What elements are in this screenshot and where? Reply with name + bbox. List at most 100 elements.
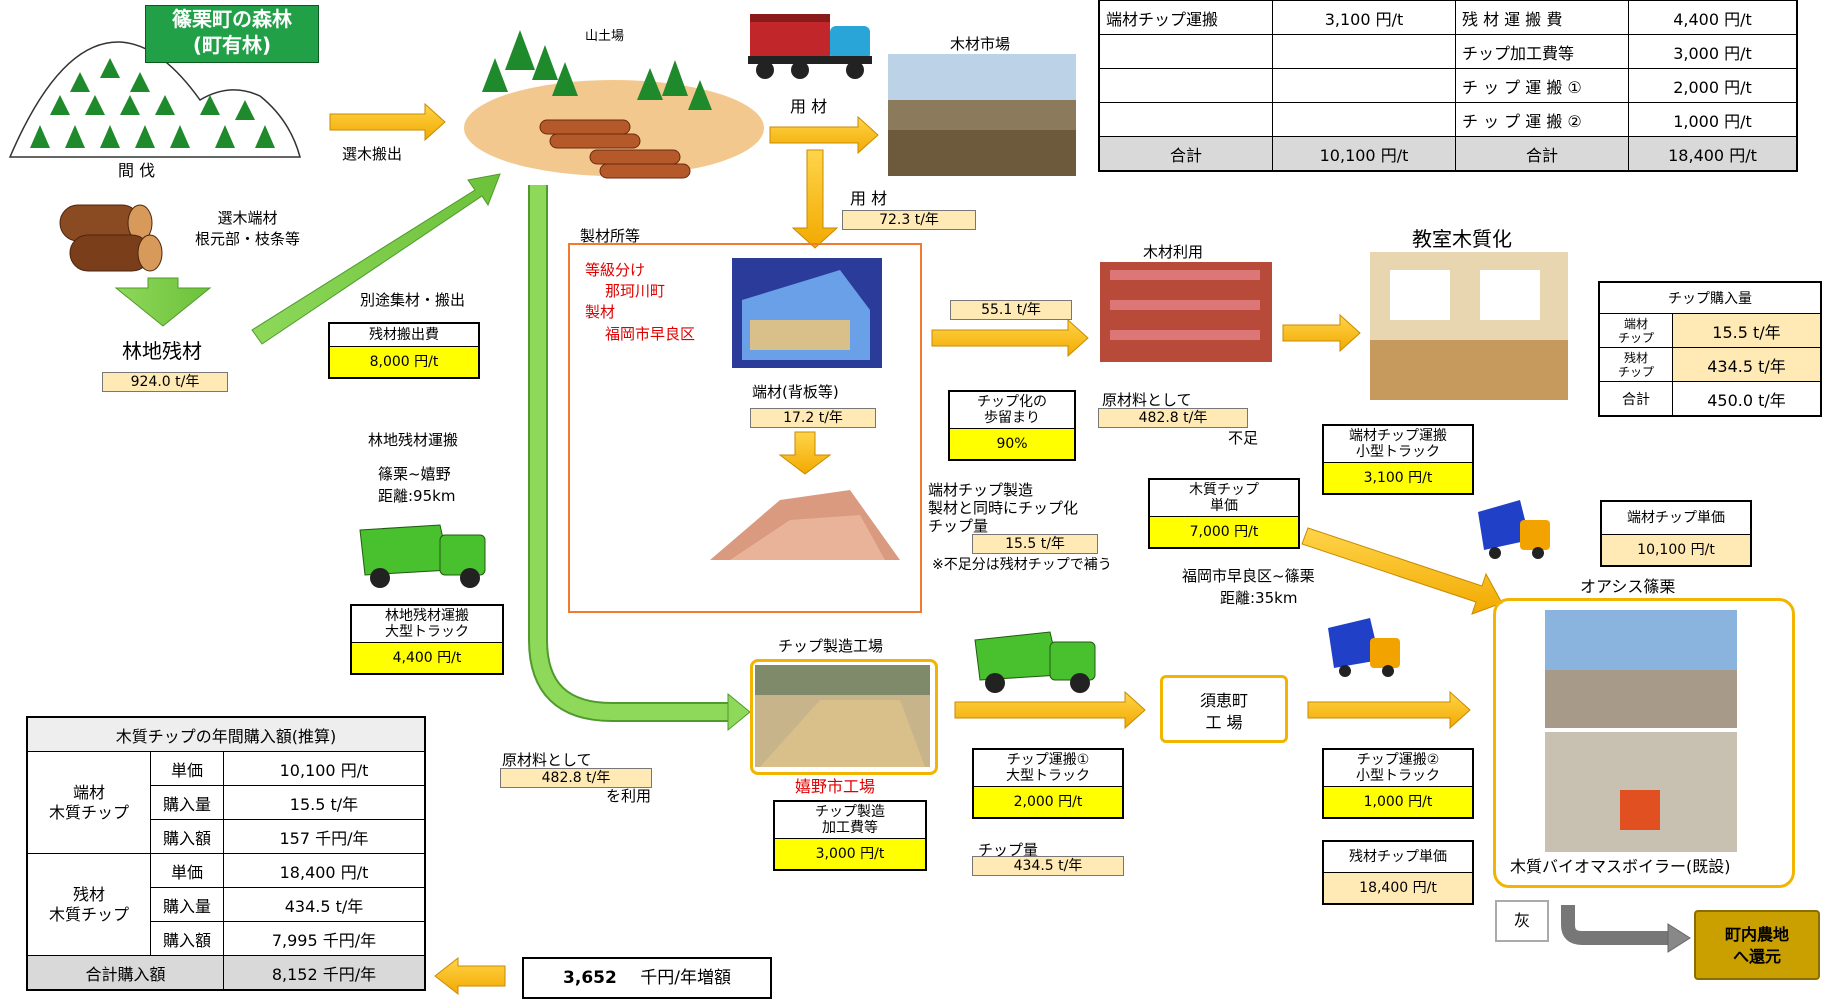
offcut-chip-line1: 端材チップ製造: [928, 481, 1034, 499]
annual-cell: 購入量: [150, 887, 224, 922]
sue-line2: 工 場: [1205, 713, 1243, 732]
wood-chip-price-box: 木質チップ 単価 7,000 円/t: [1148, 478, 1300, 549]
cost-cell: 残 材 運 搬 費: [1455, 0, 1629, 35]
ash-box: 灰: [1495, 900, 1549, 942]
arrow-ash-return: [1561, 905, 1670, 945]
residue-cost-title: 残材搬出費: [330, 324, 478, 347]
forest-mountain-illustration: [8, 41, 301, 158]
forest-title: 篠栗町の森林 (町有林): [145, 5, 319, 63]
chip-factory-cost-box: チップ製造 加工費等 3,000 円/t: [773, 800, 927, 871]
annual-cell: 18,400 円/t: [223, 853, 426, 888]
arrow-increase-to-total: [434, 956, 506, 996]
wood-use-label: 木材利用: [1143, 243, 1204, 261]
landing-illustration: [464, 30, 764, 179]
arrow-forest-to-landing: [329, 102, 446, 142]
raw-use-label: 原材料として: [502, 751, 592, 769]
chip-factory-cost-value: 3,000 円/t: [775, 839, 925, 869]
sawmill-lumber: 製材: [585, 303, 616, 321]
residue-chip-price-title: 残材チップ単価: [1324, 842, 1472, 873]
cost-total-cell: 合計: [1455, 136, 1629, 172]
oasis-frame: [1493, 598, 1795, 888]
timber-market-photo: [888, 54, 1076, 176]
chip-transport2-t1: チップ運搬②: [1356, 752, 1440, 768]
ash-label: 灰: [1513, 911, 1530, 930]
cost-cell: 3,000 円/t: [1628, 34, 1798, 69]
cost-cell: [1098, 68, 1273, 103]
residue-truck-t2: 大型トラック: [385, 624, 469, 640]
raw-material-label: 原材料として: [1102, 391, 1192, 409]
raw-use-amount: 482.8 t/年: [500, 768, 652, 788]
residue-chip-price-value: 18,400 円/t: [1324, 873, 1472, 903]
annual-group2-name2: 木質チップ: [48, 904, 129, 924]
chip-factory-title: チップ製造工場: [778, 637, 884, 655]
annual-cell: 157 千円/年: [223, 819, 426, 854]
annual-purchase-table: 木質チップの年間購入額(推算) 端材 木質チップ 単価 10,100 円/t 購…: [26, 716, 426, 991]
residue-transport-distance: 距離:95km: [378, 487, 456, 505]
sawmill-nakagawa: 那珂川町: [605, 282, 666, 300]
residue-truck-value: 4,400 円/t: [352, 643, 502, 673]
arrow-wooduse-to-classroom: [1282, 313, 1361, 353]
sue-factory-box: 須恵町 工 場: [1160, 675, 1288, 743]
arrow-landing-to-market: [769, 115, 879, 155]
annual-cell: 15.5 t/年: [223, 785, 426, 820]
chip-purchase-title: チップ購入量: [1598, 281, 1822, 314]
dump-truck-illustration-2: [974, 631, 1096, 693]
forest-title-line2: (町有林): [192, 33, 272, 57]
offcut-chip-note: ※不足分は残材チップで補う: [932, 557, 1112, 573]
chip-purchase-total-label: 合計: [1598, 381, 1673, 417]
cost-cell: チ ッ プ 運 搬 ①: [1455, 68, 1629, 103]
cost-total-cell: 18,400 円/t: [1628, 136, 1798, 172]
timber-label-mid: 用 材: [850, 189, 888, 208]
chip-transport1-t2: 大型トラック: [1006, 768, 1090, 784]
arrow-offcut-down: [778, 431, 832, 475]
arrow-landing-to-factory-head: [727, 692, 751, 732]
landing-label: 山土場: [585, 29, 625, 44]
forest-residue-amount: 924.0 t/年: [102, 372, 228, 392]
yield-box: チップ化の 歩留まり 90%: [948, 390, 1076, 461]
thinning-label: 間 伐: [118, 161, 156, 180]
wood-chip-price-value: 7,000 円/t: [1150, 517, 1298, 547]
forest-title-line1: 篠栗町の森林: [172, 7, 292, 31]
small-truck1-t1: 端材チップ運搬: [1349, 428, 1447, 444]
cost-cell: チ ッ プ 運 搬 ②: [1455, 102, 1629, 137]
farmland-return-line1: 町内農地: [1724, 925, 1789, 944]
chip-purchase-row2-value: 434.5 t/年: [1672, 347, 1822, 382]
arrow-offcuts-down: [114, 277, 212, 327]
annual-cell: 7,995 千円/年: [223, 921, 426, 956]
cost-cell: [1272, 102, 1456, 137]
residue-truck-box: 林地残材運搬 大型トラック 4,400 円/t: [350, 604, 504, 675]
arrow-sawmill-to-wooduse: [931, 318, 1089, 358]
annual-group1-name: 端材 木質チップ: [26, 751, 151, 854]
cost-cell: [1098, 34, 1273, 69]
offcut-chip-price-title: 端材チップ単価: [1602, 502, 1750, 535]
cost-total-cell: 合計: [1098, 136, 1273, 172]
annual-total-label: 合計購入額: [26, 955, 224, 991]
residue-cost-box: 残材搬出費 8,000 円/t: [328, 322, 480, 379]
offcuts-line1: 選木端材: [217, 209, 278, 227]
chip-purchase-total-value: 450.0 t/年: [1672, 381, 1822, 417]
timber-label-top: 用 材: [790, 97, 828, 116]
cost-total-row: 合計 10,100 円/t 合計 18,400 円/t: [1098, 136, 1798, 172]
route-distance: 距離:35km: [1220, 589, 1298, 607]
timber-amount: 72.3 t/年: [842, 210, 976, 230]
chip-factory-cost-t2: 加工費等: [822, 820, 878, 836]
arrow-down-to-sawmill: [791, 149, 839, 249]
offcut-chip-line3: チップ量: [928, 517, 989, 535]
chip-factory-cost-t1: チップ製造: [815, 804, 885, 820]
offcuts-label: 選木端材 根元部・枝条等: [195, 210, 300, 247]
annual-group2-name: 残材 木質チップ: [26, 853, 151, 956]
offcut-chip-price-box: 端材チップ単価 10,100 円/t: [1600, 500, 1752, 567]
annual-cell: 購入量: [150, 785, 224, 820]
chip-factory-name: 嬉野市工場: [795, 777, 876, 796]
cost-row-3: チ ッ プ 運 搬 ① 2,000 円/t: [1098, 68, 1798, 103]
offcut-label: 端材(背板等): [752, 383, 839, 401]
yield-line1: チップ化の: [977, 394, 1047, 410]
raw-material-amount: 482.8 t/年: [1098, 408, 1248, 428]
increase-unit: 千円/年増額: [640, 968, 731, 988]
chip-purchase-row1-l1: 端材: [1623, 316, 1648, 331]
cost-cell: 3,100 円/t: [1272, 0, 1456, 35]
chips-illustration: [710, 490, 900, 560]
wood-chip-price-title2: 単価: [1210, 498, 1238, 514]
arrow-landing-to-factory-fill: [530, 185, 730, 720]
